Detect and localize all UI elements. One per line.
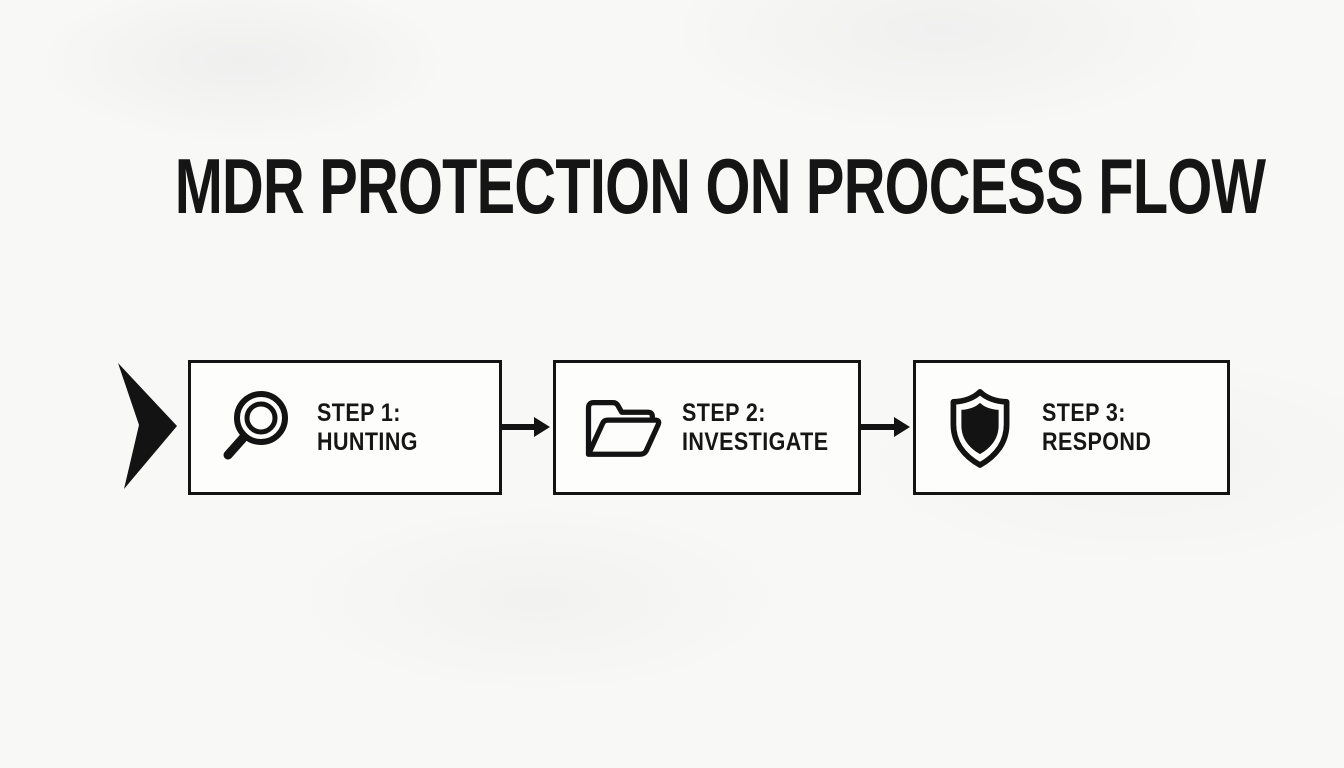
step-box-respond: STEP 3: RESPOND [913, 360, 1230, 495]
step-name: INVESTIGATE [682, 427, 829, 456]
step-text: STEP 3: RESPOND [1042, 399, 1151, 457]
step-name: RESPOND [1042, 427, 1152, 456]
chevron-right-icon [118, 363, 177, 489]
step-text: STEP 1: HUNTING [317, 399, 418, 457]
folder-icon [578, 384, 662, 472]
step-text: STEP 2: INVESTIGATE [682, 399, 828, 457]
step-box-investigate: STEP 2: INVESTIGATE [553, 360, 861, 495]
step-label: STEP 3: [1042, 398, 1126, 427]
step-label: STEP 2: [682, 398, 766, 427]
step-label: STEP 1: [317, 398, 401, 427]
step-name: HUNTING [317, 427, 418, 456]
magnifier-icon [213, 384, 297, 472]
flow-arrow-icon [861, 417, 910, 437]
page-title: MDR PROTECTION ON PROCESS FLOW [174, 142, 1266, 230]
step-box-hunting: STEP 1: HUNTING [188, 360, 502, 495]
flow-arrow-icon [501, 417, 550, 437]
shield-icon [938, 384, 1022, 472]
